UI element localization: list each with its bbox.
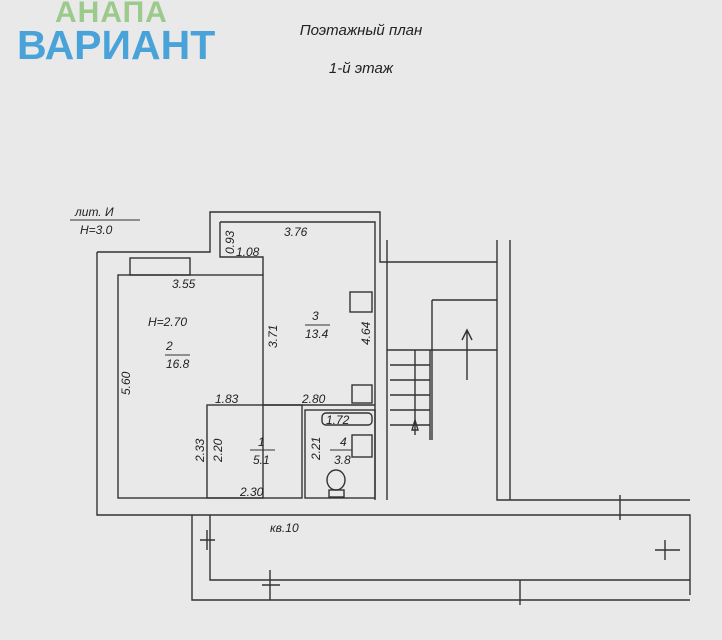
room-1-number: 1 [258,435,265,449]
dim: 1.83 [215,392,239,406]
room-4-number: 4 [340,435,347,449]
room-2-area: 16.8 [166,357,190,371]
building-height: H=3.0 [80,223,113,237]
room-height: H=2.70 [148,315,187,329]
room-4-area: 3.8 [334,453,351,467]
dim: 0.93 [223,230,237,254]
room-2-number: 2 [165,339,173,353]
dim: 3.76 [284,225,308,239]
plan-title: Поэтажный план [299,22,423,39]
logo-anapa: АНАПА [55,0,168,29]
walls [96,211,691,605]
dim: 1.08 [236,245,260,259]
dim: 2.30 [239,485,264,499]
lit-label: лит. И [74,205,114,219]
dim: 1.72 [326,413,350,427]
dim: 2.80 [301,392,326,406]
dim: 3.55 [172,277,196,291]
logo-variant: ВАРИАНТ [17,22,216,68]
room-1-area: 5.1 [253,453,270,467]
dim: 4.64 [359,321,373,345]
dim: 2.21 [309,437,323,461]
dim: 2.20 [211,438,225,463]
room-3-number: 3 [312,309,319,323]
apartment-label: кв.10 [270,521,299,535]
dim: 5.60 [119,371,133,395]
dim: 2.33 [193,438,207,463]
room-3-area: 13.4 [305,327,329,341]
dim: 3.71 [266,325,280,348]
floor-label: 1-й этаж [328,60,394,77]
